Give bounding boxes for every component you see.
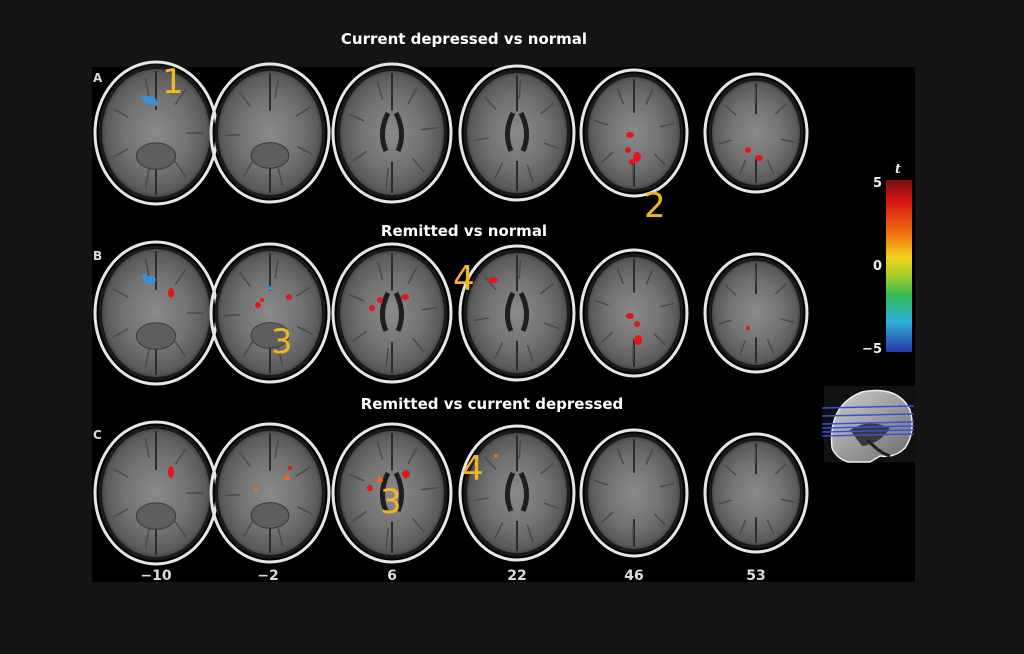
colorbar-mid-label: 0: [872, 259, 882, 274]
panel-letter-c: C: [93, 428, 102, 442]
activation-cluster: [626, 313, 634, 319]
brain-slice: [703, 252, 809, 374]
callout-4-row-c: 4: [462, 449, 484, 489]
brain-slice: [458, 64, 576, 202]
callout-1: 1: [162, 62, 184, 102]
activation-cluster: [401, 294, 409, 300]
activation-cluster: [168, 466, 174, 478]
brain-slice: [458, 424, 576, 562]
activation-cluster: [369, 305, 375, 311]
sagittal-reference-image: [821, 386, 916, 463]
brain-slice: [458, 244, 576, 382]
activation-cluster: [633, 152, 641, 162]
panel-letter-a: A: [93, 71, 103, 85]
brain-slice: [93, 60, 219, 206]
activation-cluster: [745, 147, 751, 153]
brain-slice: [579, 428, 689, 558]
brain-slice: [579, 248, 689, 378]
slice-coordinate-1: −10: [140, 568, 172, 584]
activation-cluster: [142, 274, 148, 280]
activation-cluster: [254, 488, 258, 492]
slice-coordinate-6: 53: [746, 568, 766, 584]
activation-cluster: [746, 326, 750, 330]
activation-cluster: [152, 100, 158, 106]
brain-slice: [209, 62, 331, 204]
slice-coordinate-2: −2: [257, 568, 279, 584]
activation-cluster: [377, 477, 383, 483]
brain-slice: [209, 242, 331, 384]
activation-cluster: [402, 470, 410, 478]
activation-cluster: [634, 335, 642, 345]
row-a-title: Current depressed vs normal: [340, 30, 588, 48]
activation-cluster: [284, 475, 290, 481]
activation-cluster: [255, 302, 261, 308]
activation-cluster: [260, 298, 264, 302]
activation-cluster: [625, 147, 631, 153]
row-c-title: Remitted vs current depressed: [360, 395, 624, 413]
brain-slice: [331, 422, 453, 564]
activation-cluster: [377, 297, 383, 303]
callout-3-row-b: 3: [271, 322, 293, 362]
row-b-title: Remitted vs normal: [380, 222, 548, 240]
activation-cluster: [288, 466, 292, 470]
activation-cluster: [168, 288, 174, 298]
slice-coordinate-4: 22: [507, 568, 527, 584]
activation-cluster: [488, 277, 498, 283]
activation-cluster: [626, 132, 634, 138]
colorbar-max-label: 5: [872, 176, 882, 191]
brain-slice: [209, 422, 331, 564]
brain-slice: [331, 242, 453, 384]
activation-cluster: [268, 286, 272, 290]
activation-cluster: [629, 159, 635, 165]
slice-coordinate-3: 6: [387, 568, 397, 584]
activation-cluster: [367, 485, 373, 491]
brain-slice: [579, 68, 689, 198]
brain-slice: [93, 420, 219, 566]
brain-slice: [703, 72, 809, 194]
callout-4-row-b: 4: [453, 259, 475, 299]
brain-slice: [331, 62, 453, 204]
activation-cluster: [141, 95, 147, 101]
slice-coordinate-5: 46: [624, 568, 644, 584]
colorbar-min-label: −5: [862, 342, 882, 357]
t-colorbar: [886, 180, 912, 352]
brain-slice: [703, 432, 809, 554]
callout-2: 2: [644, 186, 666, 226]
brain-slice: [93, 240, 219, 386]
callout-3-row-c: 3: [380, 482, 402, 522]
activation-cluster: [286, 294, 292, 300]
activation-cluster: [494, 454, 498, 458]
colorbar-symbol: t: [895, 162, 902, 177]
activation-cluster: [755, 155, 763, 161]
activation-cluster: [634, 321, 640, 327]
panel-letter-b: B: [93, 249, 103, 263]
